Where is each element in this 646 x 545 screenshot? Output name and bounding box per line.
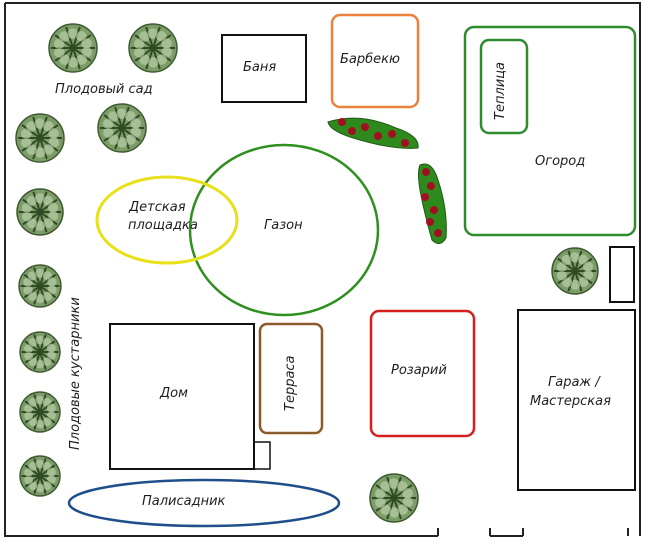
tree-icon: [18, 264, 62, 308]
shrubs-label: Плодовые кустарники: [68, 297, 83, 450]
banya-label: Баня: [243, 60, 277, 75]
garage-label-line2: Мастерская: [530, 394, 611, 409]
playground: [95, 175, 239, 265]
bbq-label: Барбекю: [340, 52, 400, 67]
front-garden: [67, 478, 341, 528]
tree-icon: [16, 188, 64, 236]
tree-icon: [97, 103, 147, 153]
tree-icon: [369, 473, 419, 523]
tree-icon: [551, 247, 599, 295]
greenhouse-label: Теплица: [493, 61, 508, 120]
playground-label-line1: Детская: [129, 200, 186, 215]
house: [109, 323, 255, 470]
banya-building: [221, 34, 307, 103]
house-label: Дом: [160, 386, 188, 401]
playground-label-line2: площадка: [128, 218, 198, 233]
garage-label-line1: Гараж /: [548, 375, 600, 390]
lawn-label: Газон: [264, 218, 303, 233]
house-porch: [253, 441, 271, 470]
plot-boundary: [4, 2, 641, 537]
terrace: [258, 322, 324, 435]
tree-icon: [19, 331, 61, 373]
gate-marks: [437, 528, 629, 537]
orchard-label: Плодовый сад: [55, 82, 153, 97]
greenhouse: [479, 38, 529, 135]
tree-icon: [48, 23, 98, 73]
vegetable-garden: [463, 25, 637, 237]
garden-label: Огород: [535, 154, 586, 169]
tree-icon: [15, 113, 65, 163]
rosary-label: Розарий: [391, 363, 447, 378]
lawn: [188, 143, 380, 317]
garage: [517, 309, 636, 491]
rosary: [369, 309, 476, 438]
bbq-area: [330, 13, 420, 109]
small-shed: [609, 246, 635, 303]
berry-bush-icon: [418, 163, 447, 244]
trees-layer: [15, 23, 599, 523]
front-garden-label: Палисадник: [142, 494, 226, 509]
terrace-label: Терраса: [283, 355, 298, 411]
berry-bush-icon: [327, 117, 419, 149]
tree-icon: [19, 391, 61, 433]
tree-icon: [128, 23, 178, 73]
tree-icon: [19, 455, 61, 497]
